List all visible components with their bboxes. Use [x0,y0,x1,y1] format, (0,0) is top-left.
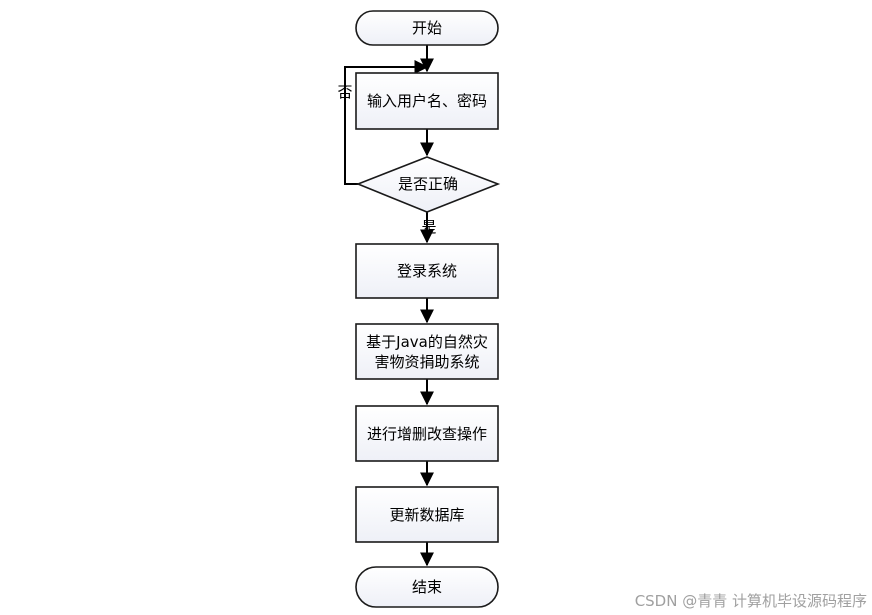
yes-edge-label: 是 [421,218,436,236]
login-label: 登录系统 [397,262,457,280]
end-label: 结束 [412,578,442,596]
crud-node [355,405,499,462]
system-node [355,323,499,380]
no-edge-label: 否 [337,83,352,101]
start-node [355,10,499,46]
watermark: CSDN @青青 计算机毕设源码程序 [635,592,867,610]
start-label: 开始 [412,19,442,37]
input-label: 输入用户名、密码 [367,92,487,110]
update-db-label: 更新数据库 [389,506,464,524]
system-label-line2: 害物资捐助系统 [374,353,479,371]
end-node [355,566,499,608]
check-decision-node [355,156,501,213]
system-label-line1: 基于Java的自然灾 [366,333,488,351]
edge-no-loop [344,60,429,185]
crud-label: 进行增删改查操作 [367,425,487,443]
login-node [355,243,499,299]
check-label: 是否正确 [398,175,458,193]
update-db-node [355,486,499,543]
input-node [355,72,499,130]
